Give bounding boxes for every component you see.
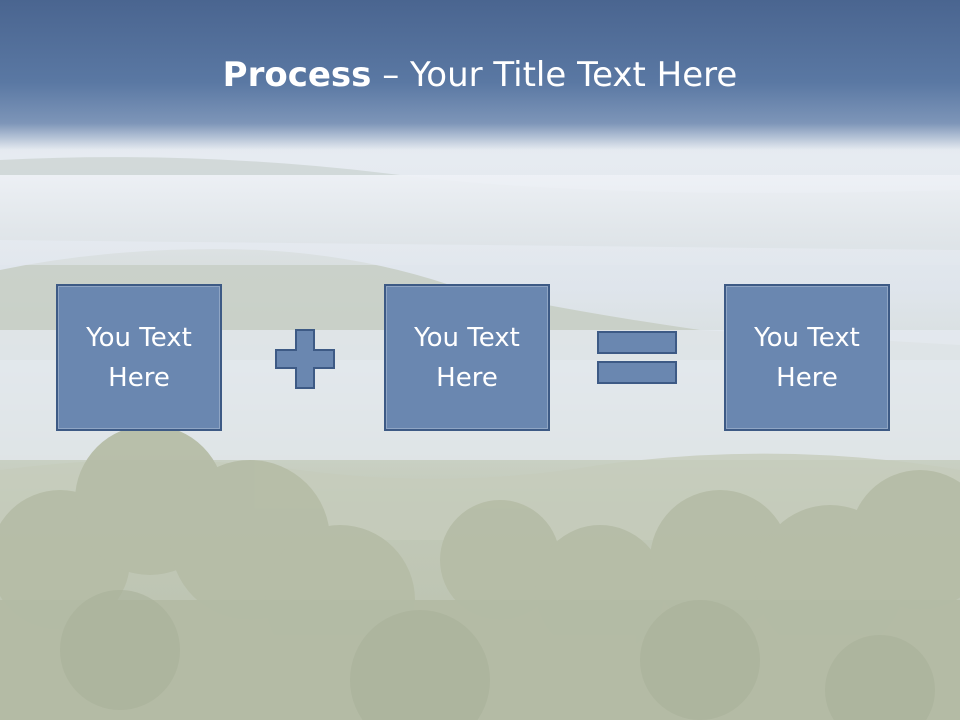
process-box-3[interactable]: You Text Here <box>724 284 890 431</box>
process-box-3-text: You Text Here <box>754 322 860 393</box>
process-box-2-text: You Text Here <box>414 322 520 393</box>
process-box-1-text: You Text Here <box>86 322 192 393</box>
plus-icon <box>274 328 336 394</box>
process-box-2[interactable]: You Text Here <box>384 284 550 431</box>
title-rest: Your Title Text Here <box>410 55 738 95</box>
slide-title[interactable]: Process – Your Title Text Here <box>0 52 960 98</box>
process-box-1[interactable]: You Text Here <box>56 284 222 431</box>
title-bar <box>0 0 960 150</box>
title-bold-word: Process <box>222 55 372 95</box>
title-separator: – <box>371 55 411 95</box>
equals-icon <box>596 330 678 390</box>
